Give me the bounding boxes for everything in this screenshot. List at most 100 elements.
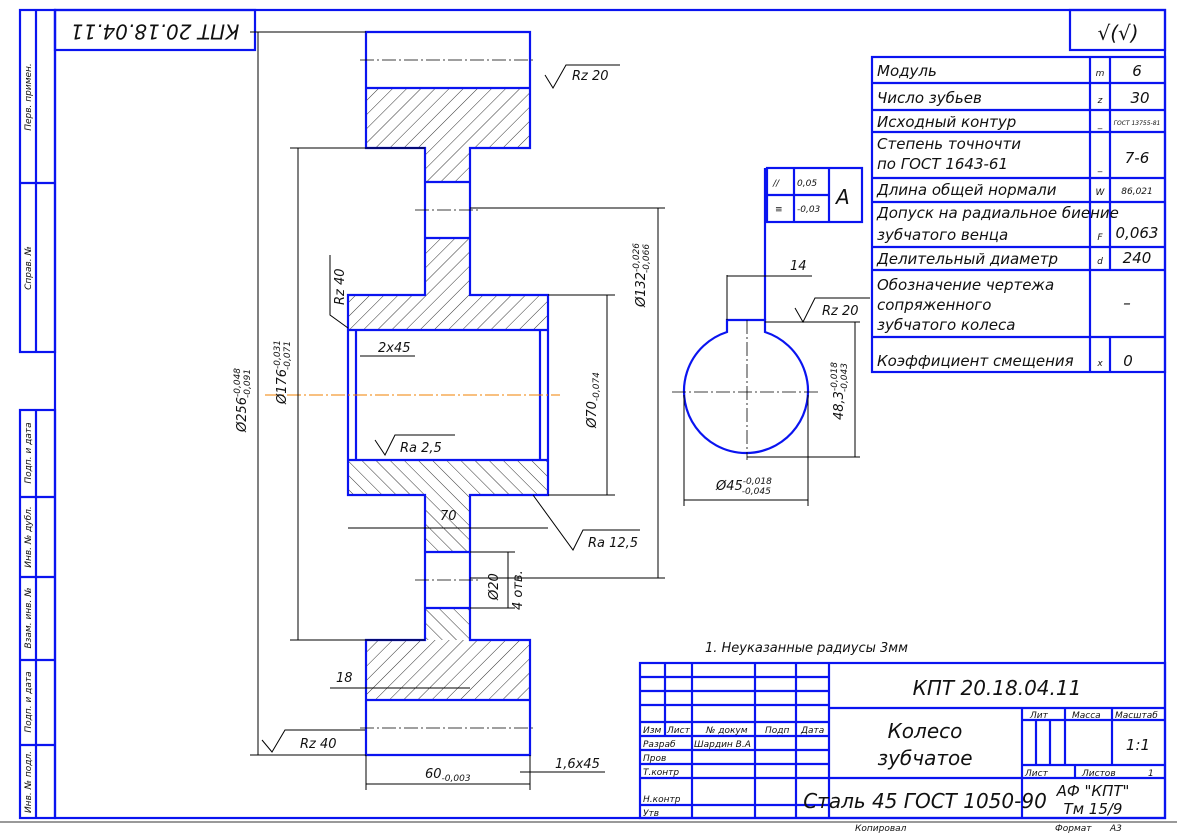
tb-header: Дата [800, 726, 824, 736]
param-name: сопряженного [877, 296, 991, 314]
param-value: 6 [1132, 62, 1142, 80]
side-label: Справ. № [24, 246, 34, 290]
roughness-rz40-fillet: Rz 40 [333, 268, 348, 305]
dim-d20: Ø20 [487, 573, 502, 601]
svg-text:m: m [1096, 69, 1105, 79]
svg-text:_: _ [1097, 163, 1103, 173]
param-value: 0 [1123, 352, 1133, 370]
param-value: 7-6 [1125, 149, 1150, 167]
tb-developer: Шардин В.А [694, 740, 751, 750]
side-label: Взам. инв. № [24, 587, 34, 648]
param-value: – [1123, 294, 1131, 312]
dim-chamfer: 2x45 [378, 341, 411, 356]
roughness-rz40-bottom: Rz 40 [300, 737, 337, 752]
svg-text:x: x [1096, 359, 1103, 369]
dim-d256: Ø256 [235, 397, 250, 433]
tb-copied: Копировал [855, 824, 907, 834]
param-name: Число зубьев [877, 89, 982, 107]
param-name: Модуль [877, 62, 937, 80]
tb-scale: 1:1 [1126, 736, 1150, 754]
roughness-ra125: Ra 12,5 [588, 536, 638, 551]
svg-text:W: W [1096, 188, 1106, 198]
tb-designation: КПТ 20.18.04.11 [913, 676, 1082, 700]
svg-text:Ø45-0,018-0,045: Ø45-0,018-0,045 [715, 477, 772, 497]
tb-sheets: Листов [1081, 769, 1116, 779]
roughness-ra25: Ra 2,5 [400, 441, 442, 456]
param-value: ГОСТ 13755-81 [1114, 120, 1161, 127]
title-block: Изм Лист № докум Подп Дата Разраб Пров Т… [638, 661, 1167, 834]
tb-sheet: Лист [1024, 769, 1049, 779]
tb-role: Разраб [643, 740, 676, 750]
dim-chamfer-2: 1,6x45 [555, 757, 600, 772]
roughness-rz20-top: Rz 20 [572, 69, 609, 84]
gear-parameter-table: Модуль Число зубьев Исходный контур Степ… [870, 55, 1167, 374]
tb-role: Пров [643, 754, 666, 764]
param-name: зубчатого венца [877, 226, 1008, 244]
tb-part-name: Колесо [888, 719, 963, 743]
keyway-section-view: // ≡ 0,05 -0,03 A 14 Rz 20 48,3-0,018-0,… [672, 166, 870, 506]
param-value: 30 [1130, 89, 1149, 107]
side-label: Подп. и дата [24, 422, 34, 483]
section-dimensions: Ø256-0,048-0,091 Ø176-0,031-0,071 Ø70-0,… [233, 31, 665, 790]
svg-text:Ø256-0,048-0,091: Ø256-0,048-0,091 [233, 368, 253, 433]
tb-header: № докум [705, 726, 748, 736]
tb-organization: АФ "КПТ" [1056, 782, 1130, 800]
param-name: Длина общей нормали [876, 181, 1057, 199]
symmetry-icon: ≡ [775, 205, 783, 215]
tb-format-value: A3 [1109, 824, 1122, 834]
holes-count: 4 отв. [511, 570, 526, 610]
svg-text:Ø70-0,074: Ø70-0,074 [585, 372, 602, 429]
roughness-corner-symbol: √(√) [1097, 21, 1138, 45]
param-value: 240 [1123, 249, 1152, 267]
tb-header: Лист [666, 726, 691, 736]
tb-part-name: зубчатое [877, 746, 972, 770]
param-name: Обозначение чертежа [877, 276, 1054, 294]
tb-role: Утв [643, 809, 659, 819]
top-stamp-text: КПТ 20.18.04.11 [71, 20, 240, 44]
param-name: Коэффициент смещения [877, 352, 1074, 370]
svg-text:F: F [1097, 233, 1103, 243]
param-name: зубчатого колеса [877, 316, 1015, 334]
svg-text:Ø132-0,026-0,066: Ø132-0,026-0,066 [632, 243, 652, 308]
tb-sheets-count: 1 [1148, 769, 1154, 779]
dim-18: 18 [336, 671, 353, 686]
svg-text:d: d [1097, 257, 1103, 267]
dim-70: 70 [440, 509, 457, 524]
gear-section-view [265, 30, 560, 757]
tb-mass: Масса [1072, 711, 1101, 721]
tb-format: Формат [1055, 824, 1092, 834]
dim-d70: Ø70 [585, 401, 600, 429]
dim-d132: Ø132 [634, 272, 649, 308]
tb-scale-label: Масштаб [1115, 711, 1158, 721]
tb-lit: Лит [1029, 711, 1049, 721]
tb-material: Сталь 45 ГОСТ 1050-90 [803, 789, 1047, 813]
drawing-note: 1. Неуказанные радиусы 3мм [705, 641, 908, 656]
tb-header: Изм [643, 726, 662, 736]
param-name: Допуск на радиальное биение [876, 204, 1119, 222]
param-name: по ГОСТ 1643-61 [877, 155, 1008, 173]
svg-text:Ø176-0,031-0,071: Ø176-0,031-0,071 [273, 340, 293, 405]
tol-parallel-value: 0,05 [797, 179, 817, 189]
param-value: 86,021 [1121, 187, 1153, 197]
side-label: Инв. № дубл. [24, 506, 34, 568]
tb-role: Н.контр [643, 795, 681, 805]
side-label: Инв. № подл. [24, 751, 34, 813]
dim-60: 60 [425, 767, 442, 782]
side-label: Подп. и дата [24, 671, 34, 732]
side-label: Перв. примен. [24, 63, 34, 131]
tb-header: Подп [765, 726, 789, 736]
side-strip: Перв. примен. Справ. № Подп. и дата Инв.… [18, 8, 57, 820]
tb-role: Т.контр [643, 768, 679, 778]
svg-text:_: _ [1097, 120, 1103, 130]
dim-key-width: 14 [790, 259, 807, 274]
param-name: Степень точночти [877, 135, 1021, 153]
dim-d45: Ø45 [715, 479, 743, 494]
parallelism-icon: // [772, 179, 780, 189]
dim-h48: 48,3 [832, 391, 847, 420]
param-name: Делительный диаметр [876, 250, 1058, 268]
tb-group: Тм 15/9 [1064, 800, 1123, 818]
param-name: Исходный контур [877, 113, 1016, 131]
roughness-rz20-key: Rz 20 [822, 304, 859, 319]
datum-label: A [834, 185, 850, 209]
